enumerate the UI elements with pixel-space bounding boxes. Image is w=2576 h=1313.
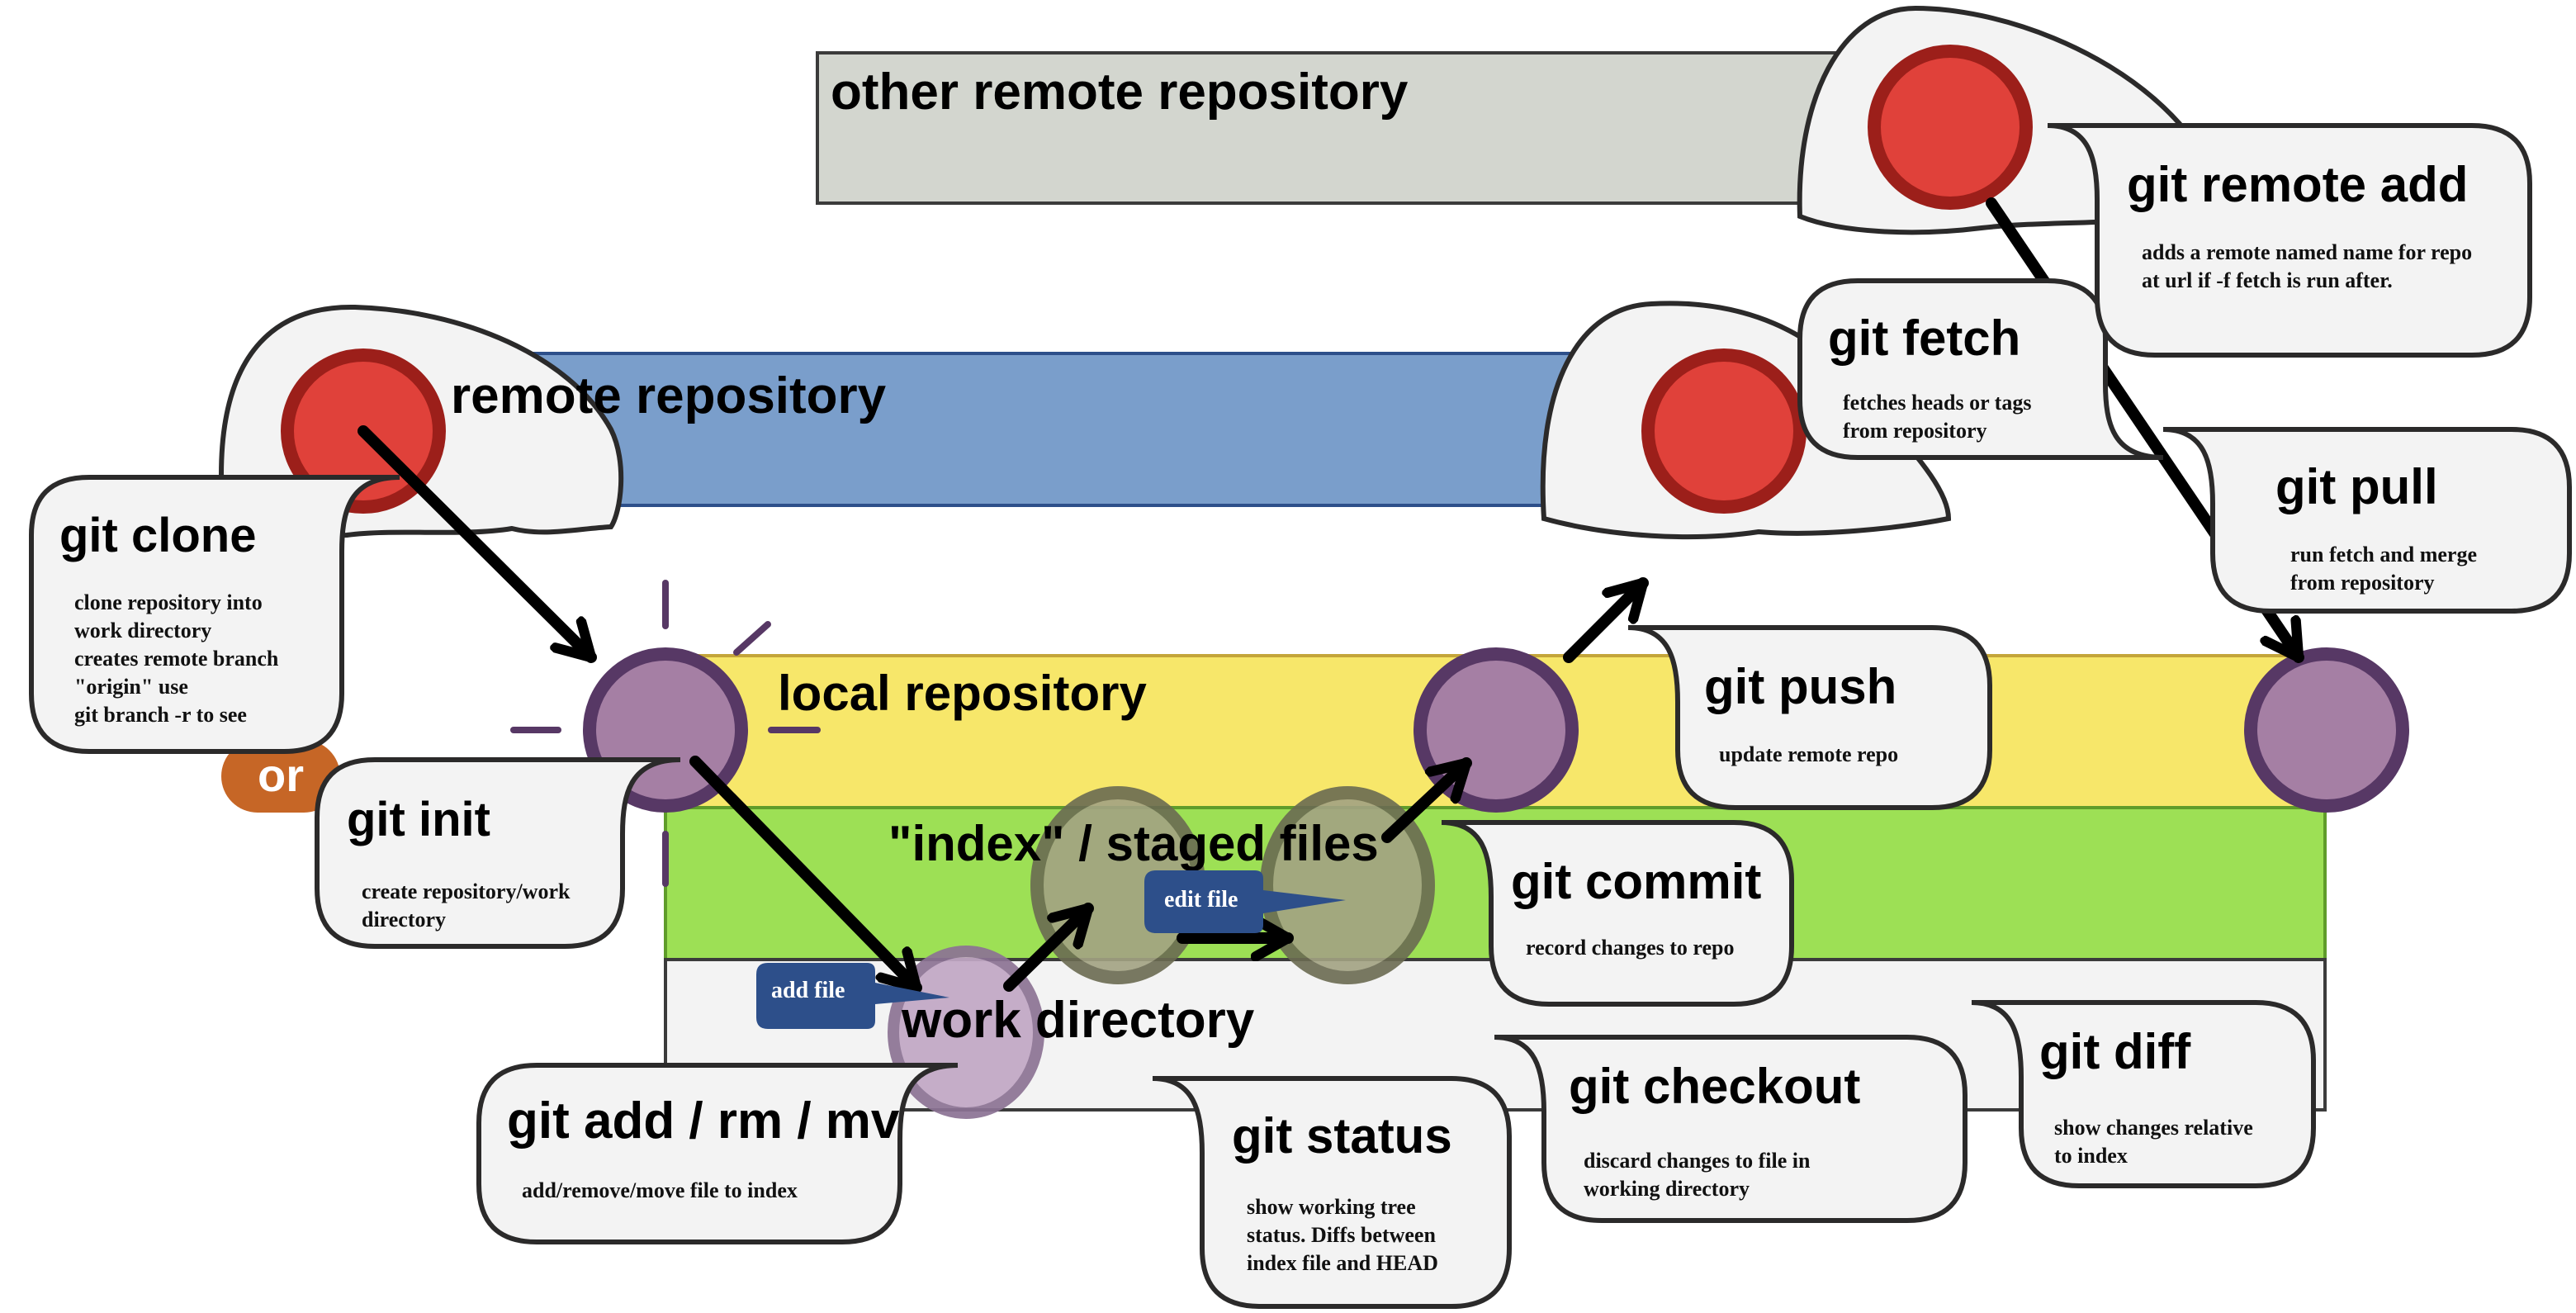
command-description-line: create repository/work	[362, 879, 571, 903]
lane-remote-label: remote repository	[451, 367, 887, 424]
new-repo-sparkle-icon	[510, 580, 821, 887]
remote-node-updated[interactable]	[1641, 348, 1807, 514]
command-description-line: directory	[362, 908, 446, 931]
command-description-line: add/remove/move file to index	[522, 1178, 798, 1202]
command-title: git commit	[1511, 854, 1761, 909]
command-description-line: update remote repo	[1719, 742, 1898, 766]
command-description-line: creates remote branch	[74, 647, 279, 671]
arrow-checkout-to-work	[689, 756, 922, 993]
command-description-line: work directory	[74, 619, 211, 642]
command-description-line: show changes relative	[2054, 1116, 2253, 1140]
command-bubble-diff: git diff show changes relative to index	[1971, 1000, 2316, 1188]
command-description-line: from repository	[2290, 571, 2435, 595]
remote-node-other[interactable]	[1868, 45, 2033, 210]
command-description-line: clone repository into	[74, 590, 263, 614]
command-bubble-status: git status show working tree status. Diffs…	[1152, 1076, 1512, 1309]
lane-remote	[494, 352, 1620, 507]
tag-edit-file: edit file	[1144, 870, 1346, 933]
command-bubble-remote-add: git remote add adds a remote named name f…	[2047, 123, 2532, 358]
bubble-shape	[29, 475, 400, 754]
tag-add-file: add file	[756, 963, 949, 1029]
command-title: git status	[1232, 1108, 1452, 1164]
or-badge: or	[221, 740, 340, 813]
command-description-line: status. Diffs between	[1247, 1223, 1436, 1247]
arrow-add	[1003, 903, 1094, 992]
arrow-clone	[358, 425, 597, 663]
command-description-line: record changes to repo	[1526, 936, 1735, 960]
command-bubble-push: git push update remote repo	[1627, 625, 1992, 810]
lane-work-label: work directory	[901, 992, 1255, 1049]
local-node-pulled[interactable]	[2244, 647, 2409, 813]
or-badge-label: or	[258, 749, 304, 801]
command-title: git fetch	[1828, 310, 2020, 366]
command-description-line: show working tree	[1247, 1195, 1416, 1219]
command-bubble-pull: git pull run fetch and merge from reposito…	[2162, 427, 2572, 614]
command-description-line: to index	[2054, 1144, 2128, 1168]
lane-local-label: local repository	[778, 666, 1147, 721]
arrow-push	[1563, 577, 1649, 663]
command-description-line: fetches heads or tags	[1843, 391, 2031, 415]
command-title: git push	[1704, 659, 1896, 714]
bubble-shape	[1494, 1035, 1968, 1223]
tag-add-file-label: add file	[771, 978, 845, 1003]
command-title: git pull	[2275, 459, 2438, 514]
command-bubble-init: git init create repository/work directory	[315, 757, 681, 949]
command-bubble-fetch: git fetch fetches heads or tags from repos…	[1797, 278, 2164, 460]
command-description-line: adds a remote named name for repo	[2142, 240, 2472, 264]
command-bubble-add: git add / rm / mv add/remove/move file to…	[476, 1063, 959, 1244]
lane-other-remote-label: other remote repository	[831, 64, 1409, 121]
lane-other-remote-bar	[816, 51, 1876, 205]
bubble-shape	[1441, 820, 1794, 1007]
command-title: git add / rm / mv	[507, 1093, 900, 1149]
command-description-line: git branch -r to see	[74, 703, 247, 727]
command-description-line: "origin" use	[74, 675, 188, 699]
command-description-line: from repository	[1843, 419, 1987, 443]
bubble-shape	[1971, 1000, 2316, 1188]
command-title: git checkout	[1569, 1059, 1860, 1114]
bubble-shape	[315, 757, 681, 949]
lane-remote-bar	[494, 352, 1620, 507]
command-title: git init	[347, 793, 490, 846]
command-description-line: working directory	[1584, 1177, 1750, 1201]
command-description-line: run fetch and merge	[2290, 543, 2477, 566]
arrow-commit	[1381, 757, 1472, 843]
command-title: git clone	[59, 509, 256, 562]
command-title: git diff	[2039, 1024, 2191, 1079]
tag-edit-file-label: edit file	[1164, 887, 1238, 912]
bubble-shape	[1152, 1076, 1512, 1309]
lane-index-label: "index" / staged files	[888, 816, 1379, 871]
lane-other-remote: other remote repository	[816, 51, 1876, 205]
bubble-shape	[2162, 427, 2572, 614]
bubble-shape	[2047, 123, 2532, 358]
command-description-line: index file and HEAD	[1247, 1251, 1438, 1275]
bubble-shape	[1627, 625, 1992, 810]
command-description-line: discard changes to file in	[1584, 1149, 1811, 1173]
command-title: git remote add	[2127, 157, 2468, 212]
command-bubble-commit: git commit record changes to repo	[1441, 820, 1794, 1007]
command-description-line: at url if -f fetch is run after.	[2142, 268, 2393, 292]
command-bubble-checkout: git checkout discard changes to file in wo…	[1494, 1035, 1968, 1223]
bubble-shape	[476, 1063, 959, 1244]
command-bubble-clone: git clone clone repository into work direc…	[29, 475, 400, 754]
